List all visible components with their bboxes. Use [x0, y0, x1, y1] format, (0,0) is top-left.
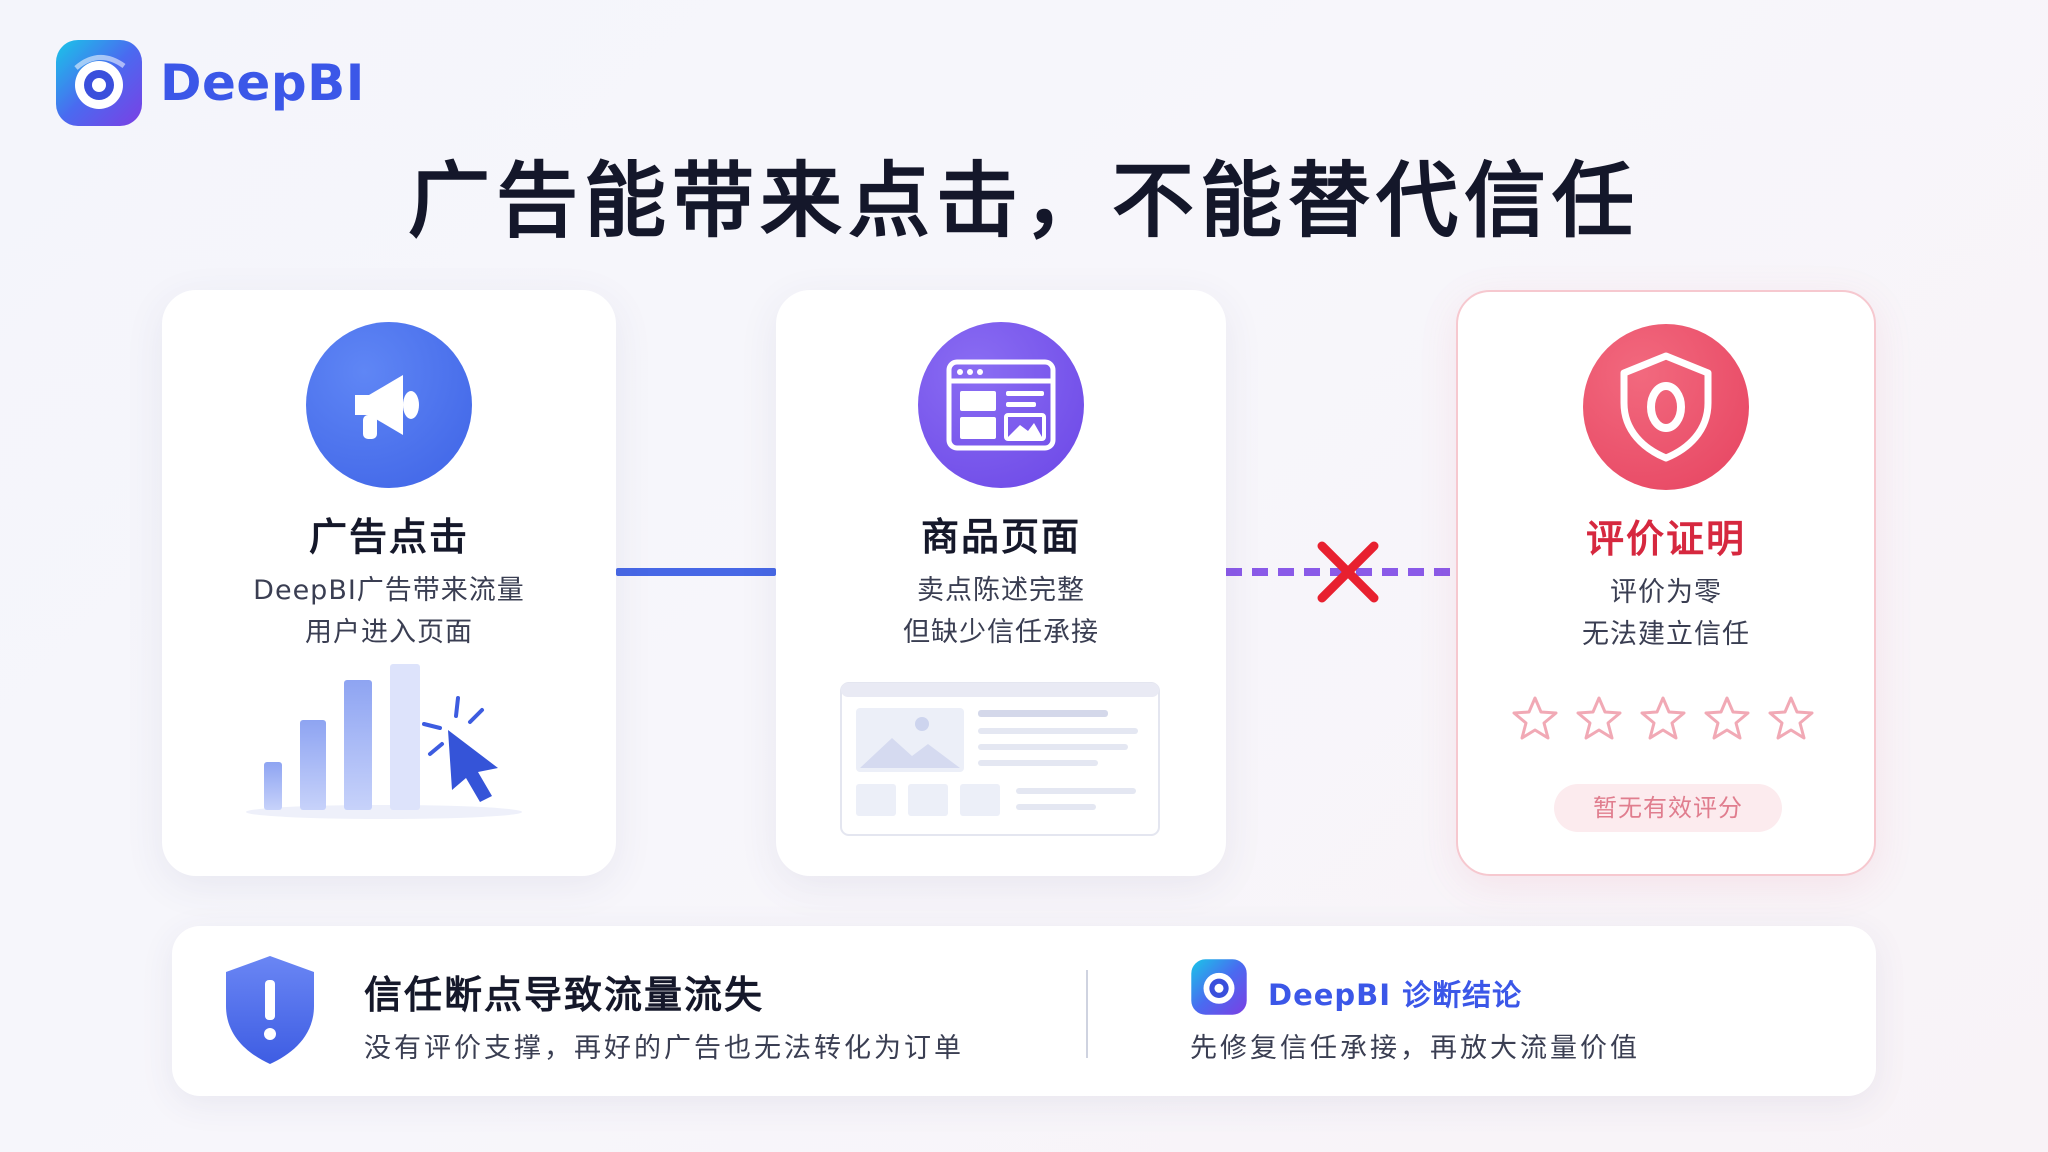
- deepbi-logo-icon: [1191, 959, 1247, 1015]
- conclusion-text: 先修复信任承接，再放大流量价值: [1190, 1033, 1640, 1064]
- step-icon-circle: [918, 322, 1084, 488]
- summary-subtitle: 没有评价支撑，再好的广告也无法转化为订单: [364, 1033, 964, 1064]
- rating-status-badge: 暂无有效评分: [1554, 784, 1782, 832]
- brand-name: DeepBI: [160, 54, 365, 112]
- step-icon-circle: [1583, 324, 1749, 490]
- page-title: 广告能带来点击，不能替代信任: [407, 154, 1640, 249]
- step-desc-line1: 卖点陈述完整: [917, 575, 1085, 606]
- step-title: 评价证明: [1585, 517, 1746, 561]
- connector-solid: [616, 568, 776, 576]
- brand-logo[interactable]: DeepBI: [54, 38, 365, 128]
- warning-shield-icon: [226, 956, 314, 1064]
- rating-stars: [1510, 694, 1816, 744]
- step-title: 商品页面: [920, 515, 1081, 559]
- red-x-icon: [1317, 541, 1379, 603]
- step-desc-line1: DeepBI广告带来流量: [253, 575, 525, 606]
- step-desc-line2: 用户进入页面: [305, 617, 473, 648]
- summary-divider: [1086, 970, 1088, 1058]
- step-desc-line1: 评价为零: [1610, 577, 1722, 608]
- star-outline-icon: [1576, 696, 1622, 740]
- star-outline-icon: [1768, 696, 1814, 740]
- traffic-bar-chart-illustration: [246, 664, 522, 819]
- summary-panel: 信任断点导致流量流失 没有评价支撑，再好的广告也无法转化为订单 DeepBI 诊…: [172, 926, 1876, 1096]
- step-desc-line2: 无法建立信任: [1582, 619, 1750, 650]
- zero-shield-icon: [1620, 352, 1712, 462]
- step-icon-circle: [306, 322, 472, 488]
- connector-dashed: [1226, 568, 1456, 576]
- step-card-product-page: 商品页面 卖点陈述完整 但缺少信任承接: [776, 290, 1226, 876]
- page-wireframe-illustration: [840, 682, 1160, 836]
- deepbi-logo-icon: [56, 40, 142, 126]
- star-outline-icon: [1704, 696, 1750, 740]
- step-title: 广告点击: [308, 515, 469, 559]
- star-outline-icon: [1512, 696, 1558, 740]
- webpage-icon: [946, 359, 1056, 451]
- step-desc-line2: 但缺少信任承接: [903, 617, 1099, 648]
- megaphone-icon: [355, 375, 419, 439]
- step-card-ad-click: 广告点击 DeepBI广告带来流量 用户进入页面: [162, 290, 616, 876]
- star-outline-icon: [1640, 696, 1686, 740]
- step-card-review-proof: 评价证明 评价为零 无法建立信任 暂无有效评分: [1456, 290, 1876, 876]
- conclusion-label: DeepBI 诊断结论: [1268, 978, 1523, 1012]
- summary-title: 信任断点导致流量流失: [364, 973, 765, 1017]
